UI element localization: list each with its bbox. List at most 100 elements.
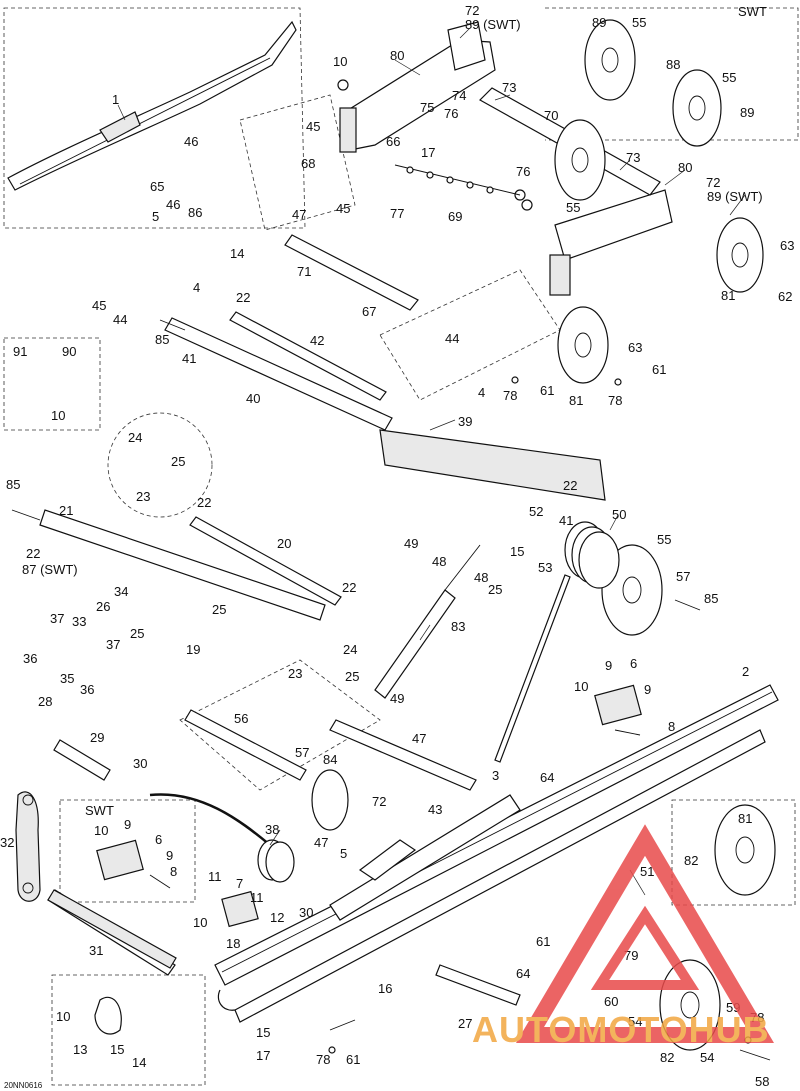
- callout-10: 10: [193, 915, 207, 930]
- callout-16: 16: [378, 981, 392, 996]
- callout-91: 91: [13, 344, 27, 359]
- callout-swt: SWT: [738, 4, 767, 19]
- watermark: AUTOMOTOHUB: [472, 824, 775, 1050]
- callout-23: 23: [288, 666, 302, 681]
- callout-81: 81: [569, 393, 583, 408]
- callout-14: 14: [230, 246, 244, 261]
- callout-54: 54: [700, 1050, 714, 1065]
- callout-78: 78: [608, 393, 622, 408]
- callout-9: 9: [166, 848, 173, 863]
- callout-9: 9: [644, 682, 651, 697]
- callout-56: 56: [234, 711, 248, 726]
- callout-42: 42: [310, 333, 324, 348]
- callout-25: 25: [130, 626, 144, 641]
- callout-20: 20: [277, 536, 291, 551]
- callout-37: 37: [106, 637, 120, 652]
- callout-25: 25: [488, 582, 502, 597]
- callout-6: 6: [630, 656, 637, 671]
- callout-25: 25: [212, 602, 226, 617]
- callout-61: 61: [652, 362, 666, 377]
- callout-70: 70: [544, 108, 558, 123]
- part-50-spring: [494, 521, 620, 763]
- callout-45: 45: [92, 298, 106, 313]
- callout-40: 40: [246, 391, 260, 406]
- wheel-81-center: [557, 306, 609, 384]
- part-3-bracket: [329, 794, 521, 921]
- callout-62: 62: [778, 289, 792, 304]
- callout-89: 89: [740, 105, 754, 120]
- callout-89: 89 (SWT): [707, 189, 763, 204]
- callout-55: 55: [722, 70, 736, 85]
- callout-37: 37: [50, 611, 64, 626]
- callout-61: 61: [346, 1052, 360, 1067]
- callout-89: 89: [592, 15, 606, 30]
- callout-69: 69: [448, 209, 462, 224]
- callout-17: 17: [256, 1048, 270, 1063]
- callout-84: 84: [323, 752, 337, 767]
- part-38-torsion-spring: [149, 793, 295, 883]
- callout-6: 6: [155, 832, 162, 847]
- callout-58: 58: [755, 1074, 769, 1089]
- callout-10: 10: [94, 823, 108, 838]
- callout-41: 41: [559, 513, 573, 528]
- callout-44: 44: [113, 312, 127, 327]
- callout-72: 72: [465, 3, 479, 18]
- callout-85: 85: [6, 477, 20, 492]
- callout-80: 80: [678, 160, 692, 175]
- callout-33: 33: [72, 614, 86, 629]
- callout-18: 18: [226, 936, 240, 951]
- callout-48: 48: [474, 570, 488, 585]
- callout-8: 8: [668, 719, 675, 734]
- callout-77: 77: [390, 206, 404, 221]
- watermark-text: AUTOMOTOHUB: [472, 1009, 770, 1050]
- callout-7: 7: [236, 876, 243, 891]
- callout-81: 81: [738, 811, 752, 826]
- callout-46: 46: [166, 197, 180, 212]
- callout-83: 83: [451, 619, 465, 634]
- callout-75: 75: [420, 100, 434, 115]
- callout-14: 14: [132, 1055, 146, 1070]
- watermark-triangle: [515, 824, 775, 1043]
- callout-74: 74: [452, 88, 466, 103]
- upper-rear-arm: [339, 21, 673, 296]
- callout-10: 10: [51, 408, 65, 423]
- callout-12: 12: [270, 910, 284, 925]
- callout-61: 61: [540, 383, 554, 398]
- callout-15: 15: [110, 1042, 124, 1057]
- callout-10: 10: [333, 54, 347, 69]
- wheel-81-right: [716, 217, 764, 293]
- small-brackets: [94, 684, 642, 1035]
- callout-65: 65: [150, 179, 164, 194]
- part-69-strip: [394, 164, 521, 196]
- callout-25: 25: [345, 669, 359, 684]
- callout-48: 48: [432, 554, 446, 569]
- callout-88: 88: [666, 57, 680, 72]
- callout-10: 10: [56, 1009, 70, 1024]
- callout-29: 29: [90, 730, 104, 745]
- callout-23: 23: [136, 489, 150, 504]
- callout-73: 73: [502, 80, 516, 95]
- callout-36: 36: [80, 682, 94, 697]
- callout-30: 30: [133, 756, 147, 771]
- callout-66: 66: [386, 134, 400, 149]
- wheel-inset-81: [714, 804, 776, 896]
- part-83-shock: [374, 544, 481, 699]
- callout-60: 60: [604, 994, 618, 1009]
- callout-25: 25: [171, 454, 185, 469]
- callout-swt: SWT: [85, 803, 114, 818]
- callout-5: 5: [340, 846, 347, 861]
- callout-11: 11: [250, 890, 264, 905]
- callout-78: 78: [503, 388, 517, 403]
- callout-41: 41: [182, 351, 196, 366]
- callout-51: 51: [640, 864, 654, 879]
- callout-45: 45: [306, 119, 320, 134]
- callout-72: 72: [706, 175, 720, 190]
- callout-52: 52: [529, 504, 543, 519]
- callout-17: 17: [421, 145, 435, 160]
- callout-86: 86: [188, 205, 202, 220]
- callout-45: 45: [336, 201, 350, 216]
- part-31-shaft: [47, 889, 177, 969]
- wheel-55-middle: [554, 119, 606, 201]
- callout-4: 4: [193, 280, 200, 295]
